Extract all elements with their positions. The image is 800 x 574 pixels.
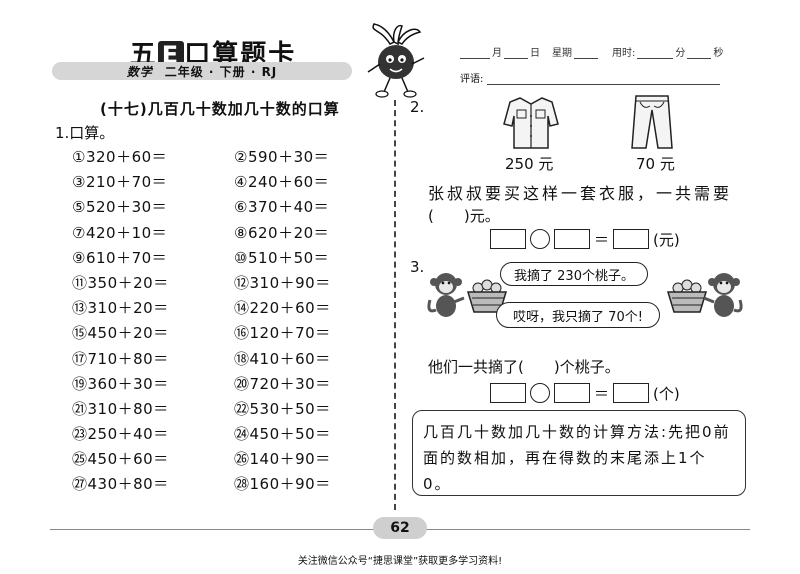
math-problem: ㉕450＋60＝	[72, 450, 169, 469]
math-problem: ③210＋70＝	[72, 173, 168, 192]
grade-label: 二年级 · 下册 · RJ	[164, 64, 278, 79]
method-tip-box: 几百几十数加几十数的计算方法:先把0前面的数相加，再在得数的末尾添上1个0。	[412, 410, 746, 496]
second-label: 秒	[713, 48, 724, 59]
equation-result-box[interactable]	[613, 229, 650, 249]
math-problem: ⑩510＋50＝	[234, 248, 330, 267]
question-1-label: 1.口算。	[55, 124, 115, 142]
speech-bubble-70: 哎呀，我只摘了 70个!	[496, 302, 660, 328]
math-problem: ⑯120＋70＝	[234, 324, 331, 343]
math-problem: ⑦420＋10＝	[72, 223, 168, 242]
column-divider	[394, 100, 396, 510]
weekday-blank[interactable]	[574, 48, 598, 59]
math-problem: ⑫310＋90＝	[234, 273, 331, 292]
time-used-label: 用时:	[612, 48, 636, 59]
pants-icon	[631, 95, 673, 149]
math-problem: ⑨610＋70＝	[72, 248, 168, 267]
equation-result-box[interactable]	[613, 383, 650, 403]
question-2-answer-blank[interactable]: ( )元。	[428, 207, 500, 225]
math-problem: ㉔450＋50＝	[234, 425, 331, 444]
math-problem: ⑥370＋40＝	[234, 198, 330, 217]
speech-bubble-230: 我摘了 230个桃子。	[500, 262, 648, 286]
math-problem: ⑭220＋60＝	[234, 299, 331, 318]
math-problem: ⑰710＋80＝	[72, 349, 169, 368]
math-problem: ⑮450＋20＝	[72, 324, 169, 343]
equation-box-2[interactable]	[554, 383, 590, 403]
footer-note: 关注微信公众号“捷思课堂”获取更多学习资料!	[297, 556, 503, 567]
section-title: (十七)几百几十数加几十数的口算	[100, 100, 340, 118]
minute-blank[interactable]	[637, 48, 674, 59]
month-blank[interactable]	[460, 48, 490, 59]
comment-label: 评语:	[460, 74, 484, 85]
subject-label: 数学	[126, 64, 153, 79]
math-problem: ①320＋60＝	[72, 148, 168, 166]
mental-math-problems: ①320＋60＝ ②590＋30＝ ③210＋70＝ ④240＋60＝ ⑤520＋30＝…	[72, 146, 382, 499]
monkey-right-icon	[703, 273, 743, 317]
math-problem: ㉗430＋80＝	[72, 475, 169, 494]
day-label: 日	[530, 48, 540, 59]
peach-basket-right-icon	[666, 279, 708, 313]
page-number: 62	[373, 517, 427, 539]
month-label: 月	[492, 48, 502, 59]
pants-price: 70 元	[636, 155, 675, 173]
math-problem: ⑬310＋20＝	[72, 299, 169, 318]
math-problem: ㉑310＋80＝	[72, 399, 169, 418]
unit-label: (元)	[653, 230, 680, 249]
question-3-text[interactable]: 他们一共摘了( )个桃子。	[428, 358, 620, 376]
equation-box-1[interactable]	[490, 229, 526, 249]
minute-label: 分	[675, 48, 686, 59]
math-problem: ⑱410＋60＝	[234, 349, 331, 368]
math-problem: ④240＋60＝	[234, 173, 330, 192]
comment-field: 评语:	[460, 70, 720, 85]
equation-box-1[interactable]	[490, 383, 526, 403]
math-problem: ⑳720＋30＝	[234, 374, 331, 393]
operator-circle[interactable]	[530, 383, 550, 403]
equals-sign: ＝	[594, 384, 610, 403]
math-problem: ⑪350＋20＝	[72, 273, 169, 292]
second-blank[interactable]	[687, 48, 712, 59]
question-3-label: 3.	[410, 258, 425, 276]
date-time-fields: 月 日 星期 用时: 分 秒	[460, 44, 760, 59]
math-problem: ㉓250＋40＝	[72, 425, 169, 444]
math-problem: ㉖140＋90＝	[234, 450, 331, 469]
question-2-equation: ＝ (元)	[490, 229, 680, 249]
equals-sign: ＝	[594, 230, 610, 249]
math-problem: ②590＋30＝	[234, 148, 330, 166]
shirt-price: 250 元	[505, 155, 554, 173]
question-3-equation: ＝ (个)	[490, 383, 680, 403]
shirt-icon	[503, 97, 559, 149]
equation-box-2[interactable]	[554, 229, 590, 249]
math-problem: ⑤520＋30＝	[72, 198, 168, 217]
method-tip-text: 几百几十数加几十数的计算方法:先把0前面的数相加，再在得数的末尾添上1个0。	[423, 423, 731, 493]
operator-circle[interactable]	[530, 229, 550, 249]
comment-blank[interactable]	[487, 74, 720, 85]
monkey-left-icon	[427, 273, 465, 317]
question-2-label: 2.	[410, 98, 425, 116]
day-blank[interactable]	[504, 48, 528, 59]
math-problem: ⑲360＋30＝	[72, 374, 169, 393]
math-problem: ⑧620＋20＝	[234, 223, 330, 242]
unit-label: (个)	[653, 384, 680, 403]
beet-mascot-icon	[367, 23, 425, 98]
math-problem: ㉘160＋90＝	[234, 475, 331, 494]
weekday-label: 星期	[552, 48, 572, 59]
math-problem: ㉒530＋50＝	[234, 399, 331, 418]
subject-bar: 数学 二年级 · 下册 · RJ	[52, 62, 352, 80]
question-2-text: 张叔叔要买这样一套衣服，一共需要	[428, 184, 733, 203]
